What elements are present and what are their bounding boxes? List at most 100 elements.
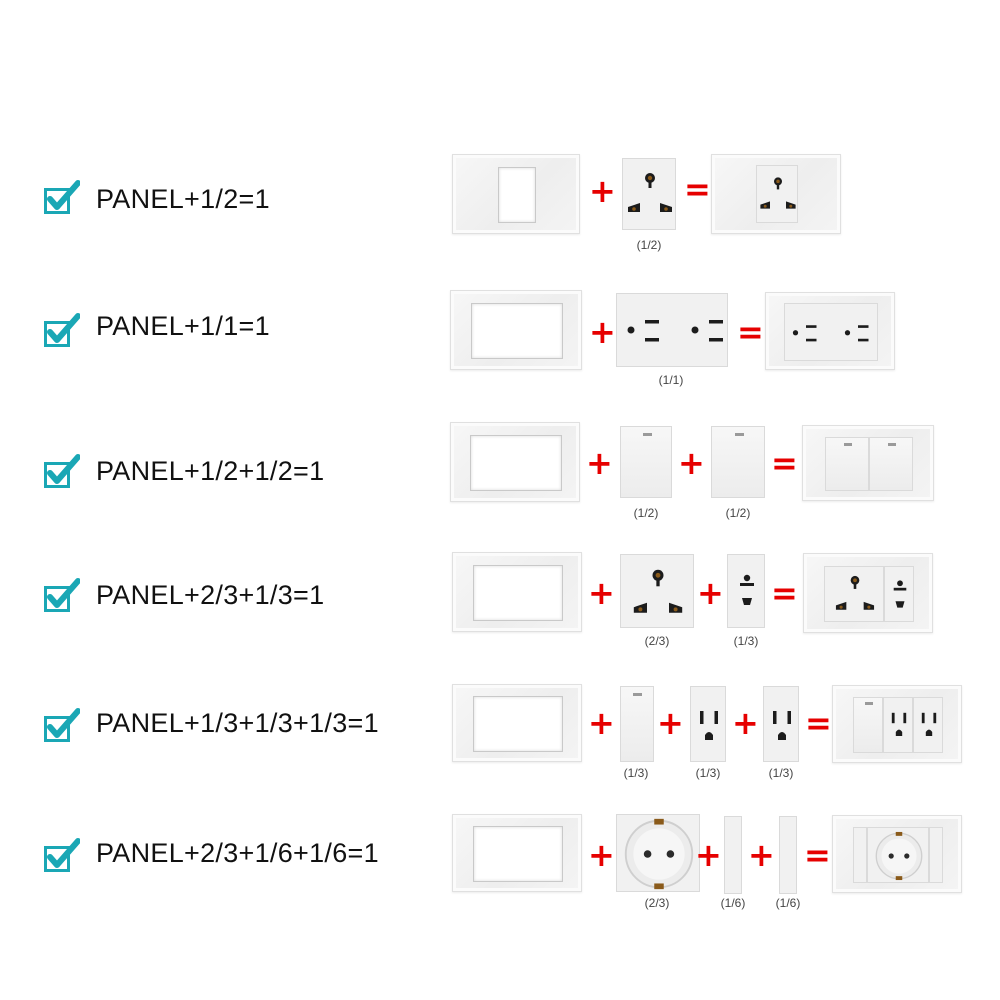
switch-indicator: [643, 433, 652, 436]
universal-socket-module: [756, 165, 798, 223]
small-socket-icon: [891, 577, 909, 613]
blank-module: [929, 827, 943, 883]
switch-indicator: [844, 443, 852, 446]
universal-socket-icon: [754, 171, 802, 219]
us-socket-icon: [887, 708, 911, 740]
checkbox-checked-icon: [44, 454, 80, 488]
us-socket-icon: [767, 705, 797, 745]
equals-operator: =: [771, 574, 798, 612]
us-socket-module: [763, 686, 799, 762]
module-caption: (1/3): [733, 634, 759, 648]
panel-opening: [473, 696, 563, 752]
panel-opening: [498, 167, 536, 223]
equals-operator: =: [771, 444, 798, 482]
panel: [452, 814, 582, 892]
blank-module: [724, 816, 742, 894]
universal-socket-module: [620, 554, 694, 628]
us-socket-icon: [689, 316, 729, 346]
switch-module: [620, 686, 654, 762]
us-socket-module: [690, 686, 726, 762]
row-3: PANEL+1/2+1/2=1 + (1/2) + (1/2) =: [0, 418, 1000, 528]
module-caption: (1/2): [725, 506, 751, 520]
schuko-socket-module: [616, 814, 700, 892]
double-us-socket-module: [784, 303, 878, 361]
schuko-socket-module: [867, 827, 929, 883]
plus-operator: +: [732, 704, 759, 742]
module-caption: (1/1): [658, 373, 684, 387]
blank-module: [779, 816, 797, 894]
plus-operator: +: [697, 574, 724, 612]
panel: [450, 290, 582, 370]
panel: [450, 422, 580, 502]
row-2: PANEL+1/1=1 + (1/1) =: [0, 285, 1000, 395]
row-5: PANEL+1/3+1/3+1/3=1 + (1/3) + (1/3) + (1…: [0, 680, 1000, 790]
small-socket-module: [884, 566, 914, 622]
plus-operator: +: [678, 444, 705, 482]
switch-indicator: [633, 693, 642, 696]
plus-operator: +: [588, 704, 615, 742]
panel-opening: [473, 565, 563, 621]
module-caption: (1/3): [695, 766, 721, 780]
switch-module: [711, 426, 765, 498]
switch-indicator: [865, 702, 873, 705]
schuko-socket-icon: [621, 816, 697, 892]
us-socket-icon: [791, 322, 821, 345]
universal-socket-icon: [625, 561, 691, 627]
assembled-panel: [765, 292, 895, 370]
plus-operator: +: [586, 444, 613, 482]
assembled-panel: [711, 154, 841, 234]
checkbox-checked-icon: [44, 578, 80, 612]
universal-socket-module: [824, 566, 884, 622]
module-caption: (2/3): [644, 896, 670, 910]
switch-module: [825, 437, 869, 491]
switch-indicator: [888, 443, 896, 446]
row-label: PANEL+2/3+1/6+1/6=1: [96, 838, 379, 868]
checkbox-checked-icon: [44, 313, 80, 347]
us-socket-icon: [694, 705, 724, 745]
module-caption: (2/3): [644, 634, 670, 648]
panel: [452, 684, 582, 762]
equals-operator: =: [805, 704, 832, 742]
plus-operator: +: [588, 574, 615, 612]
checkbox-checked-icon: [44, 708, 80, 742]
panel-opening: [470, 435, 562, 491]
switch-indicator: [735, 433, 744, 436]
small-socket-icon: [737, 571, 757, 611]
equals-operator: =: [804, 836, 831, 874]
assembled-panel: [802, 425, 934, 501]
row-label: PANEL+1/2=1: [96, 184, 270, 214]
row-label: PANEL+1/1=1: [96, 311, 270, 341]
checkbox-checked-icon: [44, 180, 80, 214]
assembled-panel: [803, 553, 933, 633]
universal-socket-icon: [829, 569, 881, 621]
plus-operator: +: [589, 313, 616, 351]
row-6: PANEL+2/3+1/6+1/6=1 + (2/3) + (1/6) + (1…: [0, 810, 1000, 920]
assembled-panel: [832, 815, 962, 893]
us-socket-module: [913, 697, 943, 753]
double-us-socket-module: [616, 293, 728, 367]
row-label: PANEL+1/2+1/2=1: [96, 456, 325, 486]
module-caption: (1/3): [768, 766, 794, 780]
equals-operator: =: [737, 313, 764, 351]
schuko-socket-icon: [873, 830, 925, 882]
switch-module: [869, 437, 913, 491]
panel: [452, 552, 582, 632]
row-label: PANEL+1/3+1/3+1/3=1: [96, 708, 379, 738]
panel-opening: [473, 826, 563, 882]
us-socket-module: [883, 697, 913, 753]
row-1: PANEL+1/2=1 + (1/2) =: [0, 150, 1000, 260]
equals-operator: =: [684, 170, 711, 208]
module-caption: (1/6): [720, 896, 746, 910]
checkbox-checked-icon: [44, 838, 80, 872]
plus-operator: +: [657, 704, 684, 742]
plus-operator: +: [695, 836, 722, 874]
module-caption: (1/3): [623, 766, 649, 780]
us-socket-icon: [917, 708, 941, 740]
module-caption: (1/2): [633, 506, 659, 520]
small-socket-module: [727, 554, 765, 628]
us-socket-icon: [625, 316, 665, 346]
plus-operator: +: [589, 172, 616, 210]
panel: [452, 154, 580, 234]
row-4: PANEL+2/3+1/3=1 + (2/3) + (1/3) =: [0, 548, 1000, 658]
switch-module: [620, 426, 672, 498]
